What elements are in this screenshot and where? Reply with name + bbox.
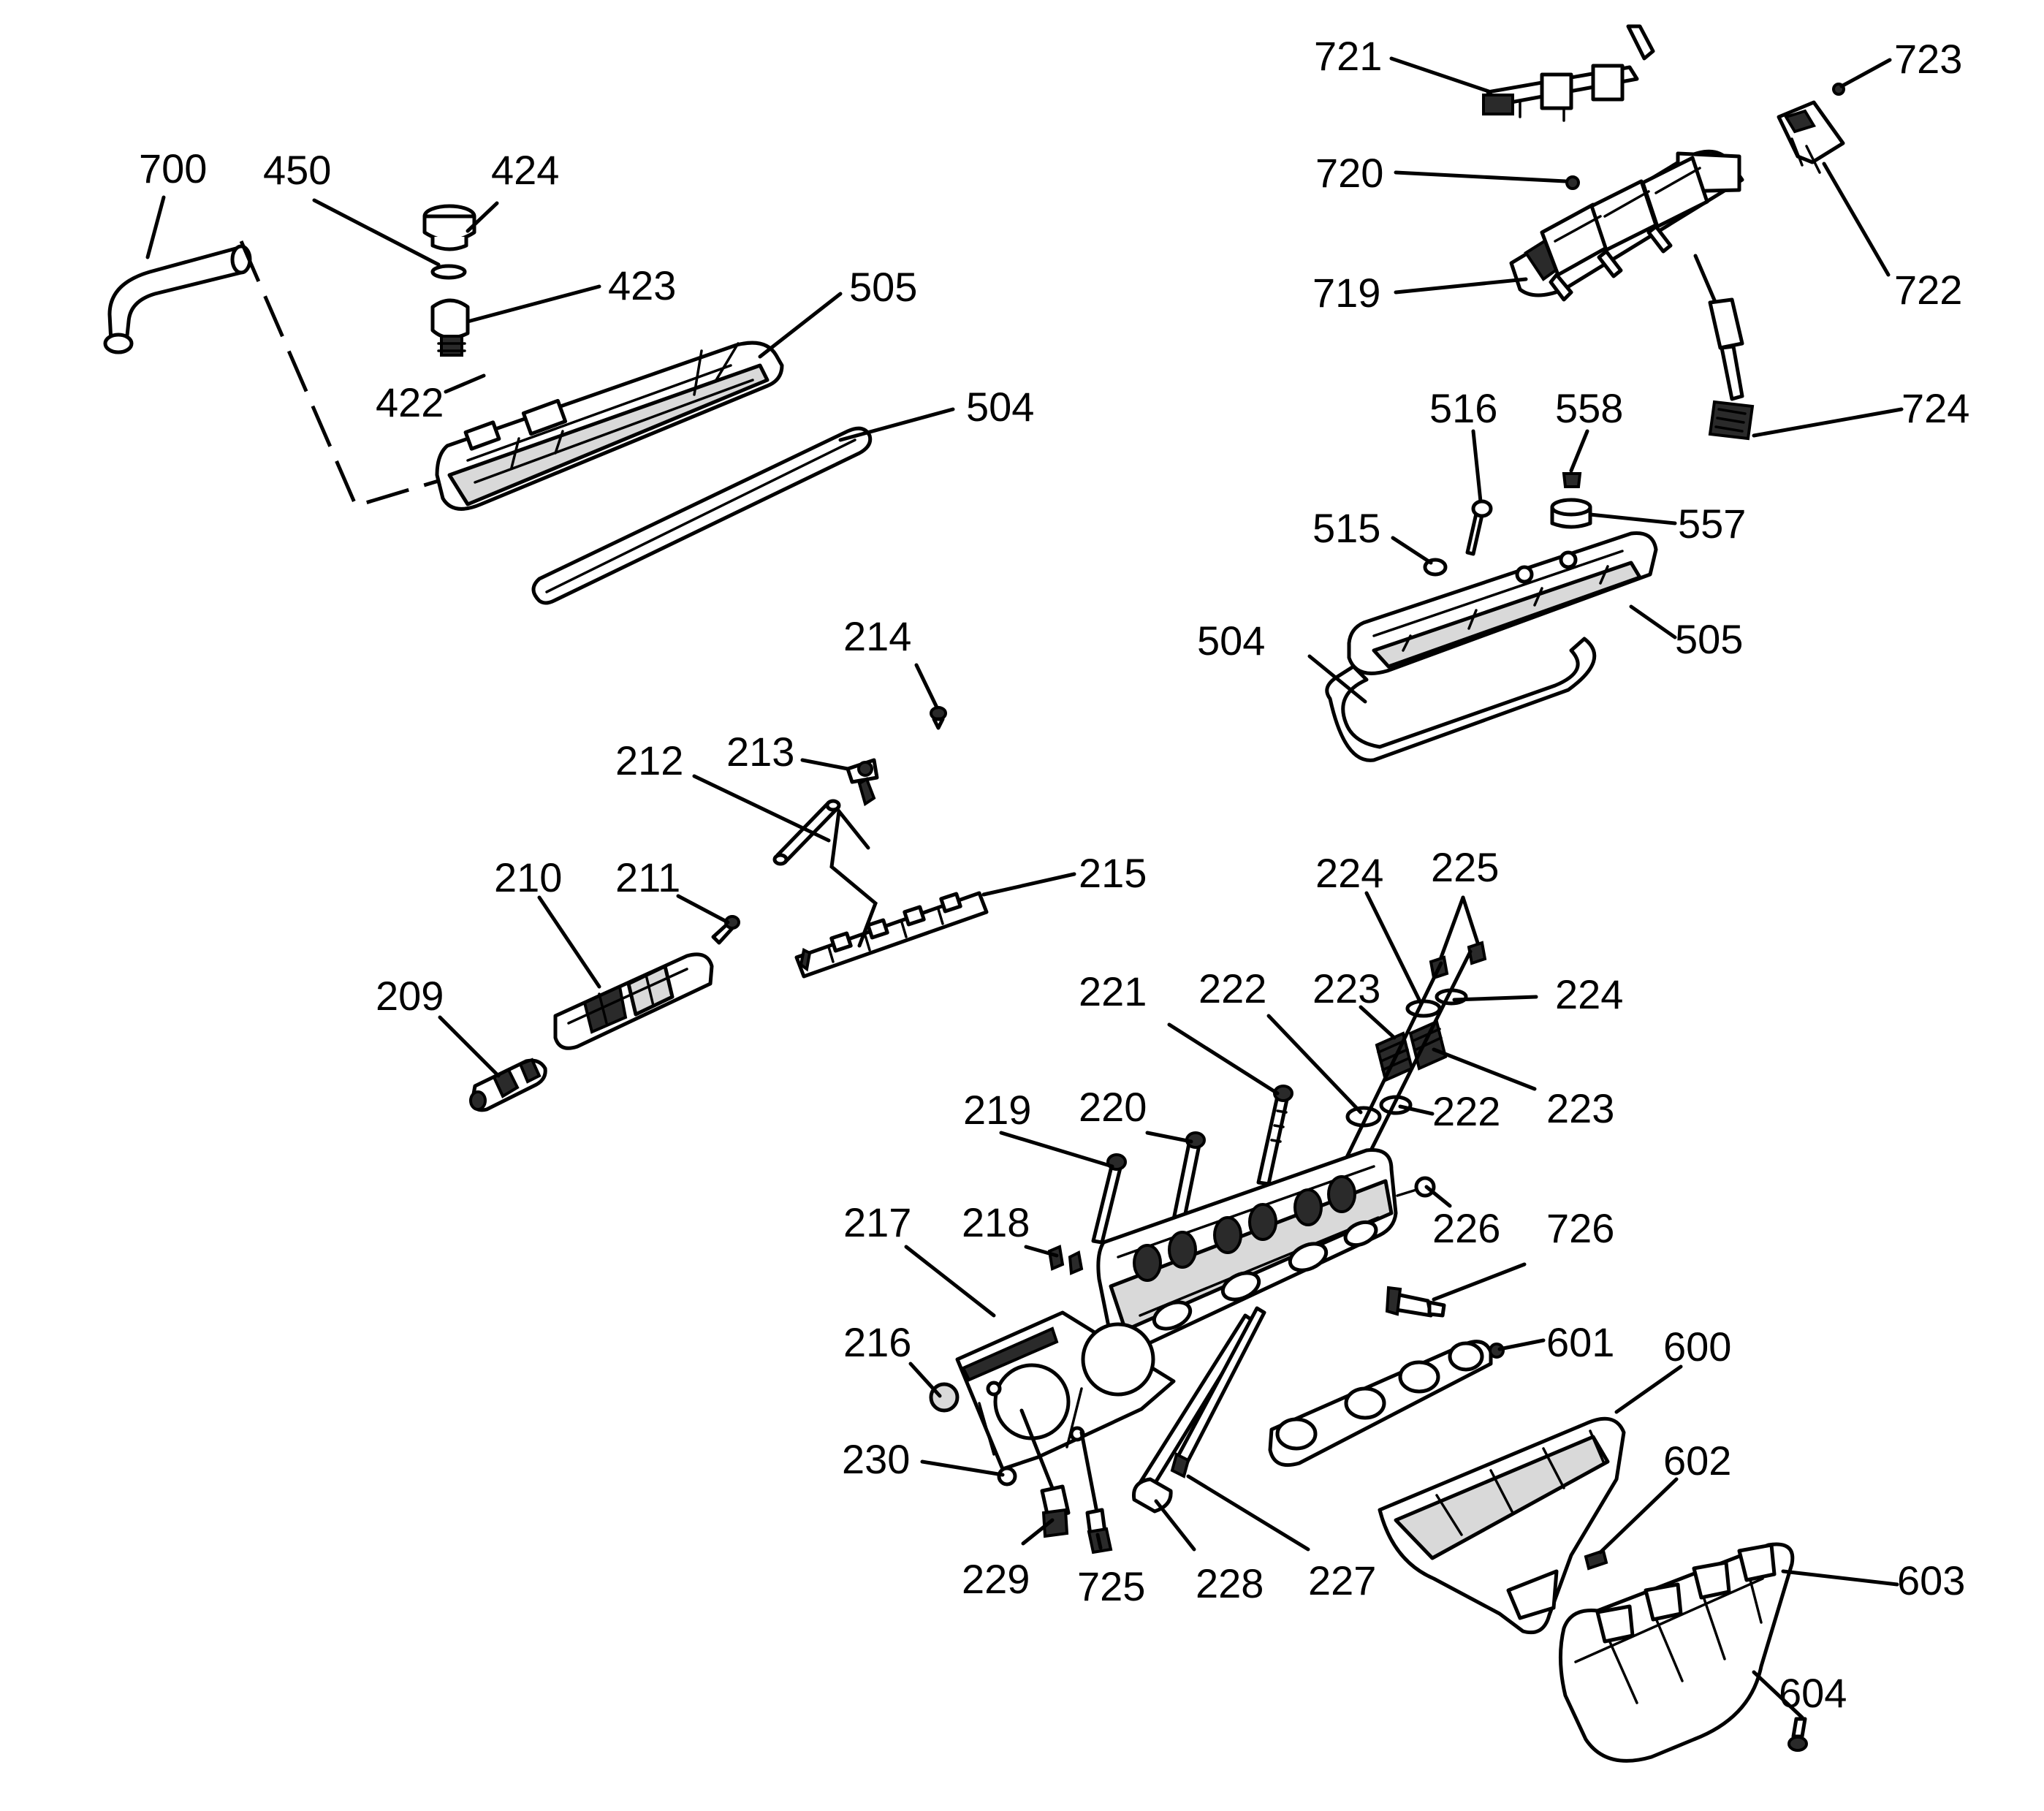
hose-routing-dashed-line: [239, 240, 454, 509]
sensor-229: [1040, 1484, 1071, 1538]
bolt-214: [930, 706, 947, 730]
callout-223-a: 223: [1312, 965, 1380, 1011]
valve-locks-225: [1429, 941, 1487, 980]
seal-ring-450: [430, 264, 467, 280]
callout-505-right: 505: [1675, 616, 1743, 662]
callout-211: 211: [615, 854, 680, 900]
callout-222-a: 222: [1198, 965, 1266, 1011]
coil-bolt-720: [1565, 175, 1580, 190]
cover-bolt-516: [1465, 499, 1493, 556]
pcv-hose-700: [103, 244, 252, 354]
callout-424: 424: [491, 147, 559, 193]
head-bolt-219: [1091, 1153, 1127, 1245]
callout-220: 220: [1079, 1084, 1147, 1130]
callout-725: 725: [1077, 1563, 1145, 1609]
callout-212: 212: [615, 737, 683, 783]
dashed-ref-line-head: [1019, 1408, 1098, 1511]
callout-209: 209: [376, 973, 444, 1019]
callout-221: 221: [1079, 968, 1147, 1014]
callout-228: 228: [1196, 1560, 1264, 1606]
valve-cover-gasket-504-right: [1325, 637, 1597, 762]
callout-504-right: 504: [1197, 618, 1265, 664]
stud-602: [1584, 1549, 1608, 1571]
callout-422: 422: [376, 379, 444, 425]
callout-423: 423: [608, 262, 676, 308]
valve-cover-505-left: [435, 341, 784, 511]
oil-fill-cap-424: [422, 204, 476, 251]
callout-215: 215: [1079, 850, 1147, 896]
callout-230: 230: [842, 1436, 910, 1482]
callout-224-a: 224: [1315, 850, 1383, 896]
head-bolt-221: [1256, 1085, 1293, 1186]
head-valve-springs: [1133, 1175, 1356, 1282]
callout-516: 516: [1429, 385, 1497, 431]
callout-450: 450: [263, 147, 331, 193]
cylinder-head: [1096, 1148, 1398, 1351]
oil-fill-tube-423: [430, 298, 470, 357]
coil-connector-722: [1777, 100, 1845, 174]
ignition-coils-719: [1524, 156, 1709, 302]
dowel-218: [1047, 1245, 1084, 1275]
callout-504-left: 504: [966, 384, 1034, 430]
callout-719: 719: [1312, 270, 1380, 316]
callout-229: 229: [962, 1556, 1030, 1602]
callout-219: 219: [963, 1087, 1031, 1133]
callout-726: 726: [1546, 1205, 1614, 1251]
grommet-557: [1550, 498, 1592, 529]
sensor-726: [1385, 1286, 1446, 1318]
callout-700: 700: [139, 145, 207, 191]
bolt-604: [1787, 1717, 1808, 1752]
callout-604: 604: [1779, 1670, 1847, 1716]
callout-724: 724: [1901, 385, 1969, 431]
callout-labels: 700 450 424 423 422 505 504 721 723 720 …: [139, 33, 1969, 1716]
valve-227: [1170, 1306, 1266, 1478]
callout-603: 603: [1897, 1557, 1965, 1603]
callout-723: 723: [1894, 36, 1962, 82]
spark-plug-wire-724: [1693, 254, 1755, 441]
callout-217: 217: [843, 1199, 911, 1245]
callout-722: 722: [1894, 267, 1962, 313]
leader-lines: [145, 56, 1904, 1720]
callout-602: 602: [1663, 1438, 1731, 1484]
callout-721: 721: [1314, 33, 1382, 79]
pushrod-guide-215: [794, 891, 989, 979]
bolt-211: [711, 915, 740, 945]
plug-558: [1562, 472, 1582, 488]
pushrod-212: [775, 800, 838, 865]
callout-225: 225: [1431, 844, 1499, 890]
callout-226: 226: [1432, 1205, 1500, 1251]
callout-558: 558: [1555, 385, 1623, 431]
valve-lifters-209: [469, 1058, 547, 1112]
spring-seats-222: [1345, 1095, 1413, 1128]
heat-shield-603: [1559, 1542, 1795, 1763]
valve-cover-505-right: [1347, 531, 1658, 675]
callout-216: 216: [843, 1319, 911, 1365]
callout-214: 214: [843, 613, 911, 659]
coil-harness-721: [1482, 24, 1655, 122]
callout-224-b: 224: [1555, 971, 1623, 1017]
callout-223-b: 223: [1546, 1085, 1614, 1131]
callout-213: 213: [726, 729, 794, 775]
lifter-guide-210: [553, 952, 714, 1050]
callout-222-b: 222: [1432, 1088, 1500, 1134]
callout-218: 218: [962, 1199, 1030, 1245]
dowel-230: [997, 1466, 1017, 1487]
rocker-arm-213: [846, 758, 879, 807]
valve-stem-line-b: [1357, 949, 1473, 1176]
exhaust-gasket-601: [1268, 1340, 1493, 1468]
callout-557: 557: [1678, 501, 1746, 547]
callout-505-left: 505: [849, 264, 917, 310]
head-exhaust-ports: [1152, 1220, 1378, 1331]
callout-227: 227: [1308, 1557, 1376, 1603]
head-gasket-217: [955, 1310, 1176, 1471]
callout-601: 601: [1546, 1319, 1614, 1365]
valve-stem-line-a: [1335, 961, 1443, 1179]
callout-720: 720: [1315, 150, 1383, 196]
callout-210: 210: [494, 854, 562, 900]
exhaust-manifold-600: [1378, 1416, 1626, 1635]
callout-515: 515: [1312, 505, 1380, 551]
callout-600: 600: [1663, 1324, 1731, 1370]
